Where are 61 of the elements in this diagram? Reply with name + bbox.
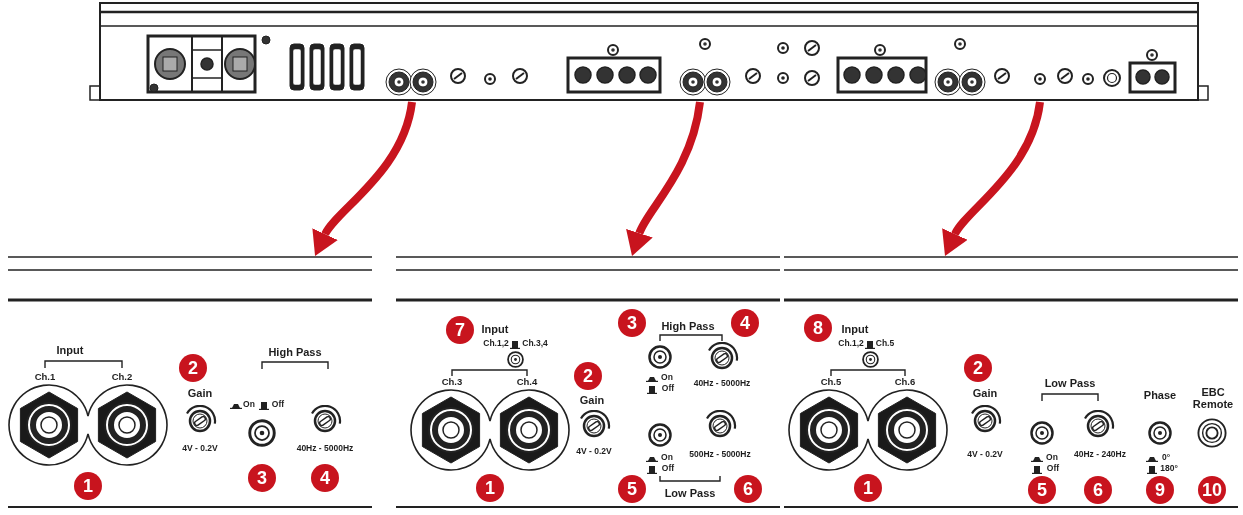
callout-number: 8 xyxy=(804,314,832,342)
callout-number: 6 xyxy=(734,475,762,503)
curved-arrow xyxy=(942,101,1044,255)
channel-label: Ch.1 xyxy=(34,371,56,383)
curved-arrow xyxy=(626,101,704,256)
channel-label: Ch.2 xyxy=(111,371,133,383)
switch-state-label: On xyxy=(661,453,673,463)
callout-number: 1 xyxy=(476,474,504,502)
callout-number: 7 xyxy=(446,316,474,344)
channel-label: Ch.6 xyxy=(894,376,916,388)
callout-number: 2 xyxy=(964,354,992,382)
switch-state-label: Off xyxy=(661,464,675,474)
input-select-label: Ch.3,4 xyxy=(522,339,548,349)
callout-number: 9 xyxy=(1146,476,1174,504)
callout-number: 1 xyxy=(74,472,102,500)
switch-state-label: On xyxy=(243,400,255,410)
channel-label: Ch.4 xyxy=(516,376,538,388)
range-label: 40Hz - 5000Hz xyxy=(693,379,751,389)
group-label: High Pass xyxy=(268,345,322,359)
group-label: High Pass xyxy=(661,319,715,333)
group-label: Low Pass xyxy=(664,486,716,500)
range-label: 4V - 0.2V xyxy=(967,450,1003,460)
curved-arrow xyxy=(312,101,416,255)
input-select-label: Ch.1,2 xyxy=(838,339,864,349)
group-label: Low Pass xyxy=(1044,376,1096,390)
callout-number: 5 xyxy=(618,475,646,503)
group-label: Input xyxy=(481,322,509,336)
control-label: Gain xyxy=(972,386,998,400)
amplifier-panel-drawing xyxy=(88,0,1212,102)
group-label: Input xyxy=(841,322,869,336)
switch-state-label: On xyxy=(1046,453,1058,463)
channel-label: Ch.5 xyxy=(820,376,842,388)
callout-number: 10 xyxy=(1198,476,1226,504)
control-label: EBC Remote xyxy=(1191,385,1235,411)
range-label: 40Hz - 5000Hz xyxy=(296,444,354,454)
callout-number: 2 xyxy=(179,354,207,382)
callout-number: 3 xyxy=(248,464,276,492)
control-label: Phase xyxy=(1143,388,1177,402)
channel-label: Ch.3 xyxy=(441,376,463,388)
group-label: Input xyxy=(56,343,84,357)
switch-state-label: On xyxy=(661,373,673,383)
input-select-label: Ch.1,2 xyxy=(483,339,509,349)
callout-number: 1 xyxy=(854,474,882,502)
switch-state-label: 0° xyxy=(1161,453,1171,463)
callout-number: 6 xyxy=(1084,476,1112,504)
callout-number: 4 xyxy=(311,464,339,492)
range-label: 500Hz - 5000Hz xyxy=(689,450,751,460)
switch-state-label: Off xyxy=(1046,464,1060,474)
range-label: 4V - 0.2V xyxy=(576,447,612,457)
callout-number: 5 xyxy=(1028,476,1056,504)
callout-number: 4 xyxy=(731,309,759,337)
callout-number: 3 xyxy=(618,309,646,337)
switch-state-label: 180° xyxy=(1160,464,1178,474)
input-select-label: Ch.5 xyxy=(875,339,895,349)
callout-number: 2 xyxy=(574,362,602,390)
control-label: Gain xyxy=(579,393,605,407)
range-label: 40Hz - 240Hz xyxy=(1074,450,1126,460)
switch-state-label: Off xyxy=(661,384,675,394)
control-label: Gain xyxy=(187,386,213,400)
range-label: 4V - 0.2V xyxy=(182,444,218,454)
switch-state-label: Off xyxy=(271,400,285,410)
